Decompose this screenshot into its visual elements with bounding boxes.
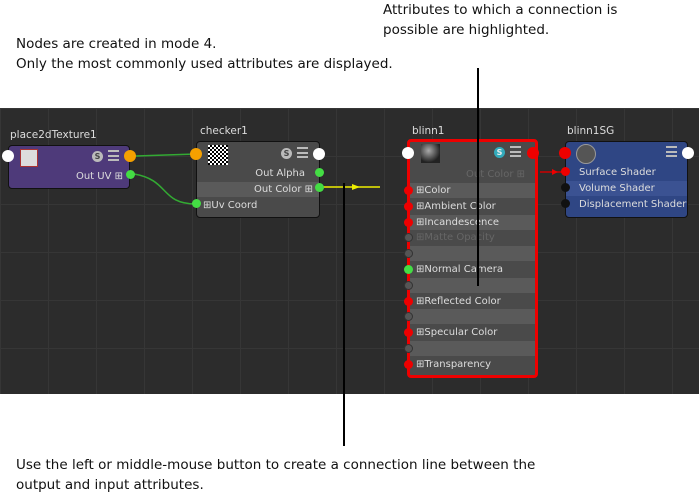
note-line: Attributes to which a connection is	[383, 2, 618, 18]
attr-label: Reflected Color	[424, 295, 501, 307]
attr-row	[410, 341, 535, 356]
output-port[interactable]	[313, 148, 325, 160]
surface-shader-port[interactable]	[561, 167, 570, 176]
note-line: possible are highlighted.	[383, 22, 550, 38]
output-port[interactable]	[682, 147, 694, 159]
note-line: output and input attributes.	[16, 477, 204, 493]
node-title: blinn1	[412, 125, 445, 137]
attr-row: ⊞Incandescence	[410, 214, 535, 230]
attr-row: ⊞Ambient Color	[416, 200, 496, 212]
attr-volume-shader: Volume Shader	[566, 181, 687, 196]
input-port[interactable]	[404, 312, 413, 322]
attr-row	[410, 309, 535, 325]
input-port[interactable]	[404, 265, 413, 274]
checker-icon	[208, 145, 228, 165]
uv-coord-port[interactable]	[192, 199, 201, 208]
input-port[interactable]	[404, 233, 413, 243]
out-uv-port[interactable]	[126, 170, 135, 179]
note-line: Use the left or middle-mouse button to c…	[16, 457, 536, 473]
attr-row: ⊞Specular Color	[416, 327, 498, 339]
input-port[interactable]	[404, 280, 413, 290]
attr-out-color: Out Color ⊞	[197, 182, 319, 197]
attr-label: Specular Color	[424, 327, 498, 339]
out-color-port[interactable]	[315, 183, 324, 192]
attr-out-color: Out Color ⊞	[466, 169, 525, 180]
input-port[interactable]	[404, 296, 413, 306]
shading-group-node[interactable]: Surface Shader Volume Shader Displacemen…	[565, 141, 688, 218]
attr-row: ⊞Transparency	[416, 358, 492, 370]
menu-icon[interactable]	[510, 146, 521, 157]
node-title: checker1	[200, 125, 248, 137]
callout-line	[477, 68, 479, 286]
attr-row: ⊞Reflected Color	[416, 295, 501, 307]
attr-label: Uv Coord	[211, 200, 258, 211]
attr-row	[410, 277, 535, 293]
attr-label: Out UV	[75, 171, 112, 182]
attr-label: Incandescence	[424, 216, 499, 228]
input-port[interactable]	[2, 150, 14, 162]
note-connect: Use the left or middle-mouse button to c…	[16, 455, 535, 495]
input-port[interactable]	[404, 328, 413, 338]
attr-row: ⊞Color	[410, 183, 535, 198]
menu-icon[interactable]	[108, 150, 119, 161]
input-port[interactable]	[190, 148, 202, 160]
attr-uv-coord: ⊞Uv Coord	[203, 200, 258, 211]
attr-displacement-shader: Displacement Shader	[579, 199, 687, 210]
arrow-icon	[352, 184, 360, 190]
attr-out-uv: Out UV ⊞	[75, 171, 123, 182]
input-port[interactable]	[404, 249, 413, 259]
attr-row	[410, 246, 535, 262]
output-port[interactable]	[527, 147, 539, 159]
attr-label: Color	[424, 185, 451, 196]
note-highlight: Attributes to which a connection is possi…	[383, 0, 617, 40]
attr-label: Out Color	[254, 184, 302, 195]
shader-sphere-icon	[421, 144, 440, 163]
callout-line	[343, 183, 345, 446]
output-port[interactable]	[124, 150, 136, 162]
attr-label: Ambient Color	[424, 200, 496, 212]
note-modes: Nodes are created in mode 4. Only the mos…	[16, 34, 393, 74]
place2dtexture-node[interactable]: S Out UV ⊞	[8, 145, 130, 189]
checker-node[interactable]: S Out Alpha Out Color ⊞ ⊞Uv Coord	[196, 141, 320, 218]
note-line: Only the most commonly used attributes a…	[16, 56, 393, 72]
swatch-icon[interactable]: S	[281, 148, 292, 159]
menu-icon[interactable]	[297, 147, 308, 158]
input-port[interactable]	[404, 201, 413, 211]
connection-line	[135, 153, 197, 157]
node-title: blinn1SG	[567, 125, 615, 137]
blinn-node[interactable]: S Out Color ⊞ ⊞Color ⊞Ambient Color ⊞Incan…	[407, 139, 538, 378]
attr-row: ⊞Matte Opacity	[416, 232, 495, 244]
attr-label: Transparency	[424, 358, 492, 370]
attr-surface-shader: Surface Shader	[579, 167, 656, 178]
input-port[interactable]	[404, 359, 413, 369]
shading-group-icon	[576, 144, 596, 164]
connection-line	[133, 173, 197, 205]
input-port[interactable]	[404, 186, 413, 195]
volume-shader-port[interactable]	[561, 183, 570, 192]
attr-out-alpha: Out Alpha	[255, 168, 305, 179]
attr-label: Normal Camera	[424, 264, 503, 275]
swatch-icon[interactable]: S	[92, 151, 103, 162]
attr-label: Out Color	[466, 169, 514, 180]
attr-label: Matte Opacity	[424, 232, 495, 244]
arrow-icon	[552, 169, 558, 175]
note-line: Nodes are created in mode 4.	[16, 36, 217, 52]
input-port[interactable]	[404, 344, 413, 353]
input-port[interactable]	[404, 217, 413, 227]
place2d-icon	[20, 149, 38, 167]
attr-row: ⊞Normal Camera	[416, 264, 503, 275]
input-port[interactable]	[559, 147, 571, 159]
input-port[interactable]	[402, 147, 414, 159]
displacement-shader-port[interactable]	[561, 199, 570, 208]
menu-icon[interactable]	[666, 146, 677, 157]
swatch-icon[interactable]: S	[494, 147, 505, 158]
node-title: place2dTexture1	[10, 129, 97, 141]
out-alpha-port[interactable]	[315, 168, 324, 177]
